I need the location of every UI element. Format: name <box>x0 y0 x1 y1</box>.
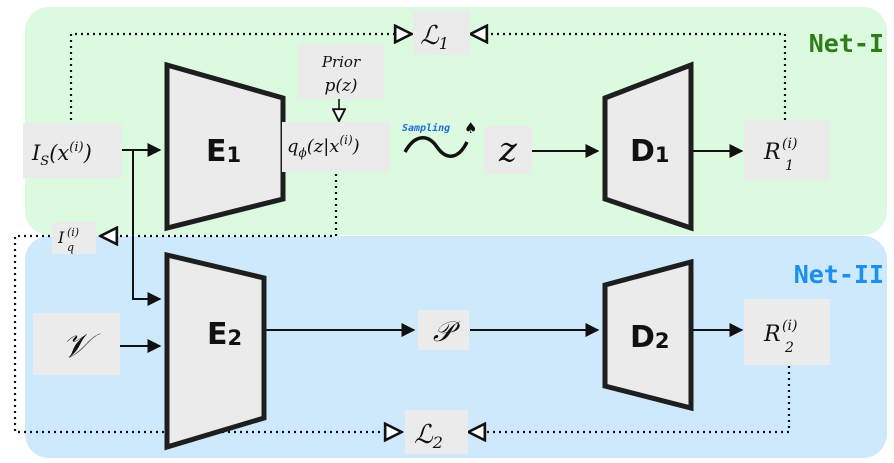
svg-text:I: I <box>57 228 65 247</box>
svg-text:2: 2 <box>784 340 794 356</box>
svg-text:z: z <box>498 130 518 170</box>
node-q-phi: qϕ(z|x(i)) <box>282 122 390 172</box>
d2-label: D2 <box>630 320 670 355</box>
svg-text:p(z): p(z) <box>324 76 357 96</box>
svg-text:(i): (i) <box>782 136 797 152</box>
node-l1: ℒ1 <box>413 11 470 55</box>
net1-label: Net-I <box>809 29 884 58</box>
node-r2: R (i) 2 <box>744 299 830 365</box>
node-r1: R (i) 1 <box>744 120 830 180</box>
encoder-e1: E1 <box>164 61 286 232</box>
svg-text:IS(x(i)): IS(x(i)) <box>31 140 92 169</box>
svg-text:R: R <box>763 140 781 165</box>
node-iq: I (i) q <box>52 222 96 254</box>
svg-text:qϕ(z|x(i)): qϕ(z|x(i)) <box>287 133 360 160</box>
e1-label: E1 <box>206 134 241 169</box>
node-l2: ℒ2 <box>405 410 468 454</box>
wave-icon <box>403 136 469 158</box>
node-v: 𝒱 <box>33 313 120 375</box>
svg-text:1: 1 <box>785 158 794 174</box>
node-prior: Prior p(z) <box>298 44 384 99</box>
svg-text:Prior: Prior <box>321 53 361 71</box>
svg-text:(i): (i) <box>782 318 797 334</box>
svg-text:(i): (i) <box>67 226 79 239</box>
svg-text:ℒ2: ℒ2 <box>414 420 443 452</box>
encoder-e2: E2 <box>164 251 267 451</box>
e2-label: E2 <box>207 317 242 352</box>
decoder-d1: D1 <box>602 61 694 232</box>
svg-text:ℒ1: ℒ1 <box>420 21 449 53</box>
svg-text:Sampling: Sampling <box>402 122 450 134</box>
solid-connectors <box>120 143 744 353</box>
node-is-x: IS(x(i)) <box>23 123 122 178</box>
decoder-d2: D2 <box>602 258 694 412</box>
spade-icon: ♠ <box>464 119 477 137</box>
node-p: 𝒫 <box>418 310 469 350</box>
svg-text:R: R <box>763 322 781 347</box>
d1-label: D1 <box>630 134 670 169</box>
dotted-connectors <box>13 34 791 432</box>
node-z: z <box>484 126 532 174</box>
net2-label: Net-II <box>794 260 884 289</box>
svg-text:q: q <box>67 241 74 254</box>
sampling-block: Sampling ♠ <box>402 119 477 158</box>
